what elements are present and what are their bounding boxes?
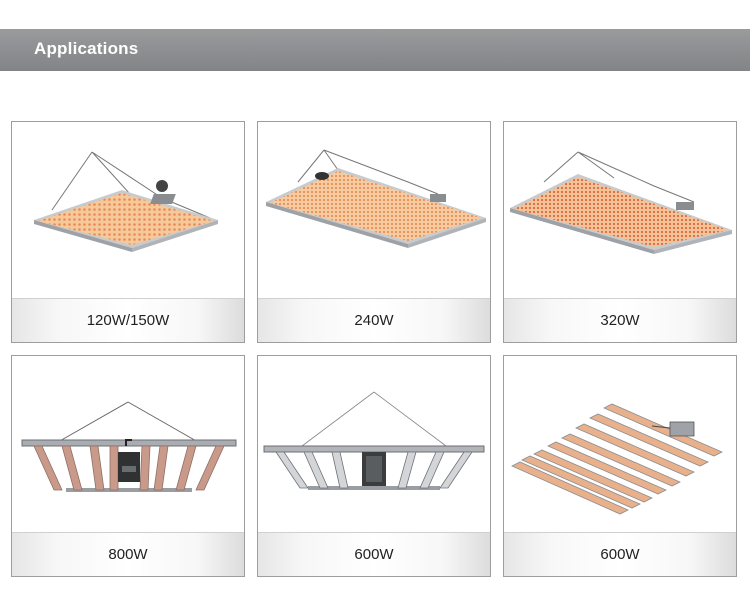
caption-bar: 600W xyxy=(258,532,490,576)
product-card-2[interactable]: 240W xyxy=(257,121,491,343)
product-wattage-label: 600W xyxy=(354,546,394,563)
product-wattage-label: 600W xyxy=(600,546,640,563)
bar-grow-light-icon xyxy=(258,356,490,534)
product-card-6[interactable]: 600W xyxy=(503,355,737,577)
product-wattage-label: 120W/150W xyxy=(86,312,170,329)
product-card-5[interactable]: 600W xyxy=(257,355,491,577)
section-header: Applications xyxy=(0,29,750,71)
quantum-board-light-icon xyxy=(504,122,736,300)
product-wattage-label: 240W xyxy=(354,312,394,329)
product-card-1[interactable]: 120W/150W xyxy=(11,121,245,343)
quantum-board-light-icon xyxy=(12,122,244,300)
product-card-3[interactable]: 320W xyxy=(503,121,737,343)
product-wattage-label: 320W xyxy=(600,312,640,329)
bar-grow-light-icon xyxy=(504,356,736,534)
product-wattage-label: 800W xyxy=(108,546,148,563)
product-card-4[interactable]: 800W xyxy=(11,355,245,577)
section-title: Applications xyxy=(34,39,139,58)
quantum-board-light-icon xyxy=(258,122,490,300)
caption-bar: 600W xyxy=(504,532,736,576)
caption-bar: 120W/150W xyxy=(12,298,244,342)
bar-grow-light-icon xyxy=(12,356,244,534)
caption-bar: 800W xyxy=(12,532,244,576)
caption-bar: 240W xyxy=(258,298,490,342)
caption-bar: 320W xyxy=(504,298,736,342)
